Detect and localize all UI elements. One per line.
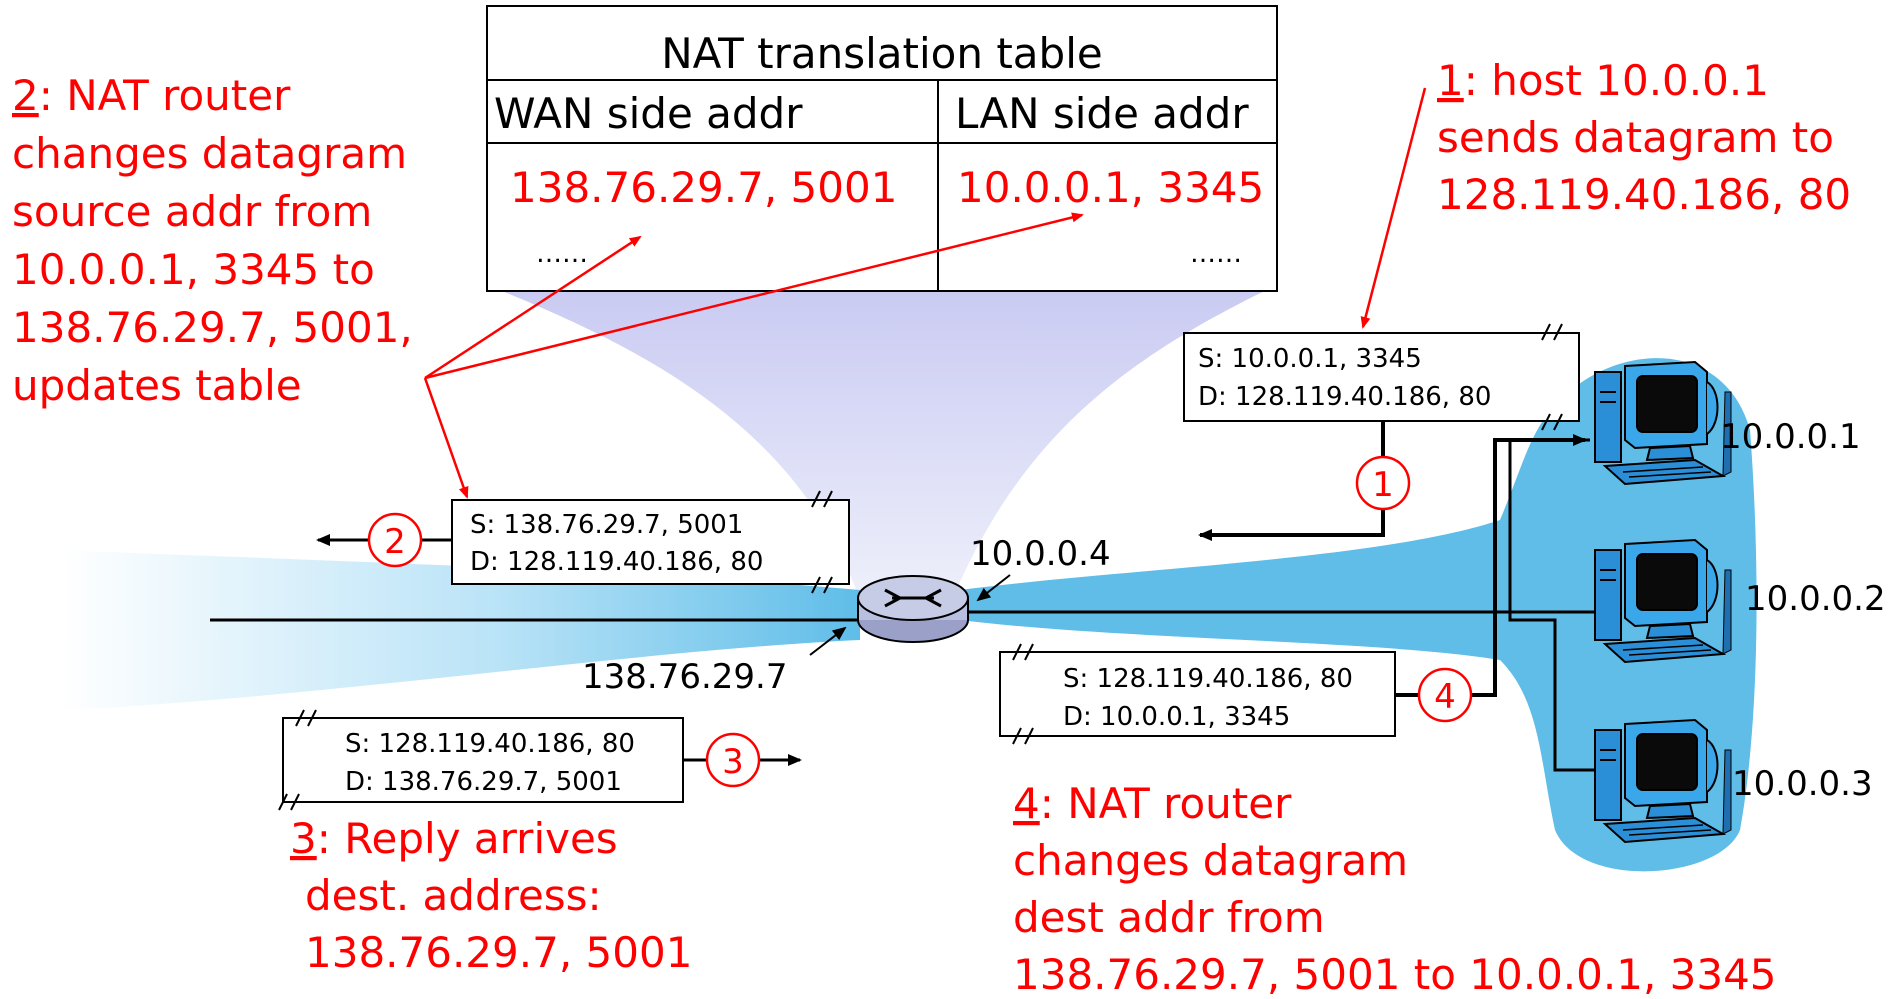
table-cell-wan-1: 138.76.29.7, 5001 [510,163,897,212]
datagram-4-source: S: 128.119.40.186, 80 [1063,664,1353,694]
host-computer-icon [1594,360,1732,486]
router-lan-address: 10.0.0.4 [970,534,1111,574]
step-2-pointer-lan [424,212,1084,380]
step-2-pointer-datagram [423,377,469,499]
datagram-4: S: 128.119.40.186, 80 D: 10.0.0.1, 3345 [999,643,1396,745]
step-1-pointer [1360,87,1427,329]
datagram-1-dest: D: 128.119.40.186, 80 [1198,382,1491,412]
step-2-annotation: 2: NAT router changes datagram source ad… [12,71,426,410]
datagram-3-dest: D: 138.76.29.7, 5001 [345,767,622,797]
datagram-2: S: 138.76.29.7, 5001 D: 128.119.40.186, … [451,490,850,594]
table-cell-wan-2: …… [536,239,588,269]
host3-address: 10.0.0.3 [1732,764,1873,804]
datagram-1-flow-arrow [1198,421,1385,541]
nat-translation-table: NAT translation table WAN side addr LAN … [486,5,1278,292]
wan-network-shape [60,550,860,710]
datagram-1: S: 10.0.0.1, 3345 D: 128.119.40.186, 80 [1183,323,1580,431]
router-lan-pointer [976,574,1011,602]
step-1-badge-label: 1 [1372,465,1394,505]
router-wan-pointer [809,626,847,656]
step-4-badge-label: 4 [1434,677,1456,717]
table-header-lan: LAN side addr [955,89,1249,138]
host-computer-icon [1594,718,1732,844]
step-1-annotation: 1: host 10.0.0.1 sends datagram to 128.1… [1437,56,1851,219]
step-4-badge [1417,667,1473,723]
datagram-3: S: 128.119.40.186, 80 D: 138.76.29.7, 50… [278,709,684,811]
table-cell-lan-1: 10.0.0.1, 3345 [957,163,1264,212]
datagram-2-dest: D: 128.119.40.186, 80 [470,547,763,577]
host2-address: 10.0.0.2 [1745,579,1886,619]
step-1-badge [1355,455,1411,511]
table-header-wan: WAN side addr [494,89,803,138]
host1-address: 10.0.0.1 [1720,417,1861,457]
router-wan-address: 138.76.29.7 [582,657,787,697]
table-cell-lan-2: …… [1190,239,1242,269]
step-3-badge [705,732,761,788]
lan-network-shape [960,358,1757,872]
step-3-badge-label: 3 [722,742,744,782]
step-2-badge [367,512,423,568]
step-2-pointer-wan [424,235,642,380]
host-computer-icon [1594,538,1732,664]
table-cone [487,285,1277,600]
step-3-annotation: 3: Reply arrives dest. address: 138.76.2… [290,814,692,977]
router-icon [857,575,969,643]
datagram-4-dest: D: 10.0.0.1, 3345 [1063,702,1290,732]
datagram-2-source: S: 138.76.29.7, 5001 [470,510,743,540]
datagram-3-source: S: 128.119.40.186, 80 [345,729,635,759]
step-4-annotation: 4: NAT router changes datagram dest addr… [1013,779,1777,999]
step-2-badge-label: 2 [384,522,406,562]
datagram-1-source: S: 10.0.0.1, 3345 [1198,344,1422,374]
table-title: NAT translation table [661,29,1102,78]
